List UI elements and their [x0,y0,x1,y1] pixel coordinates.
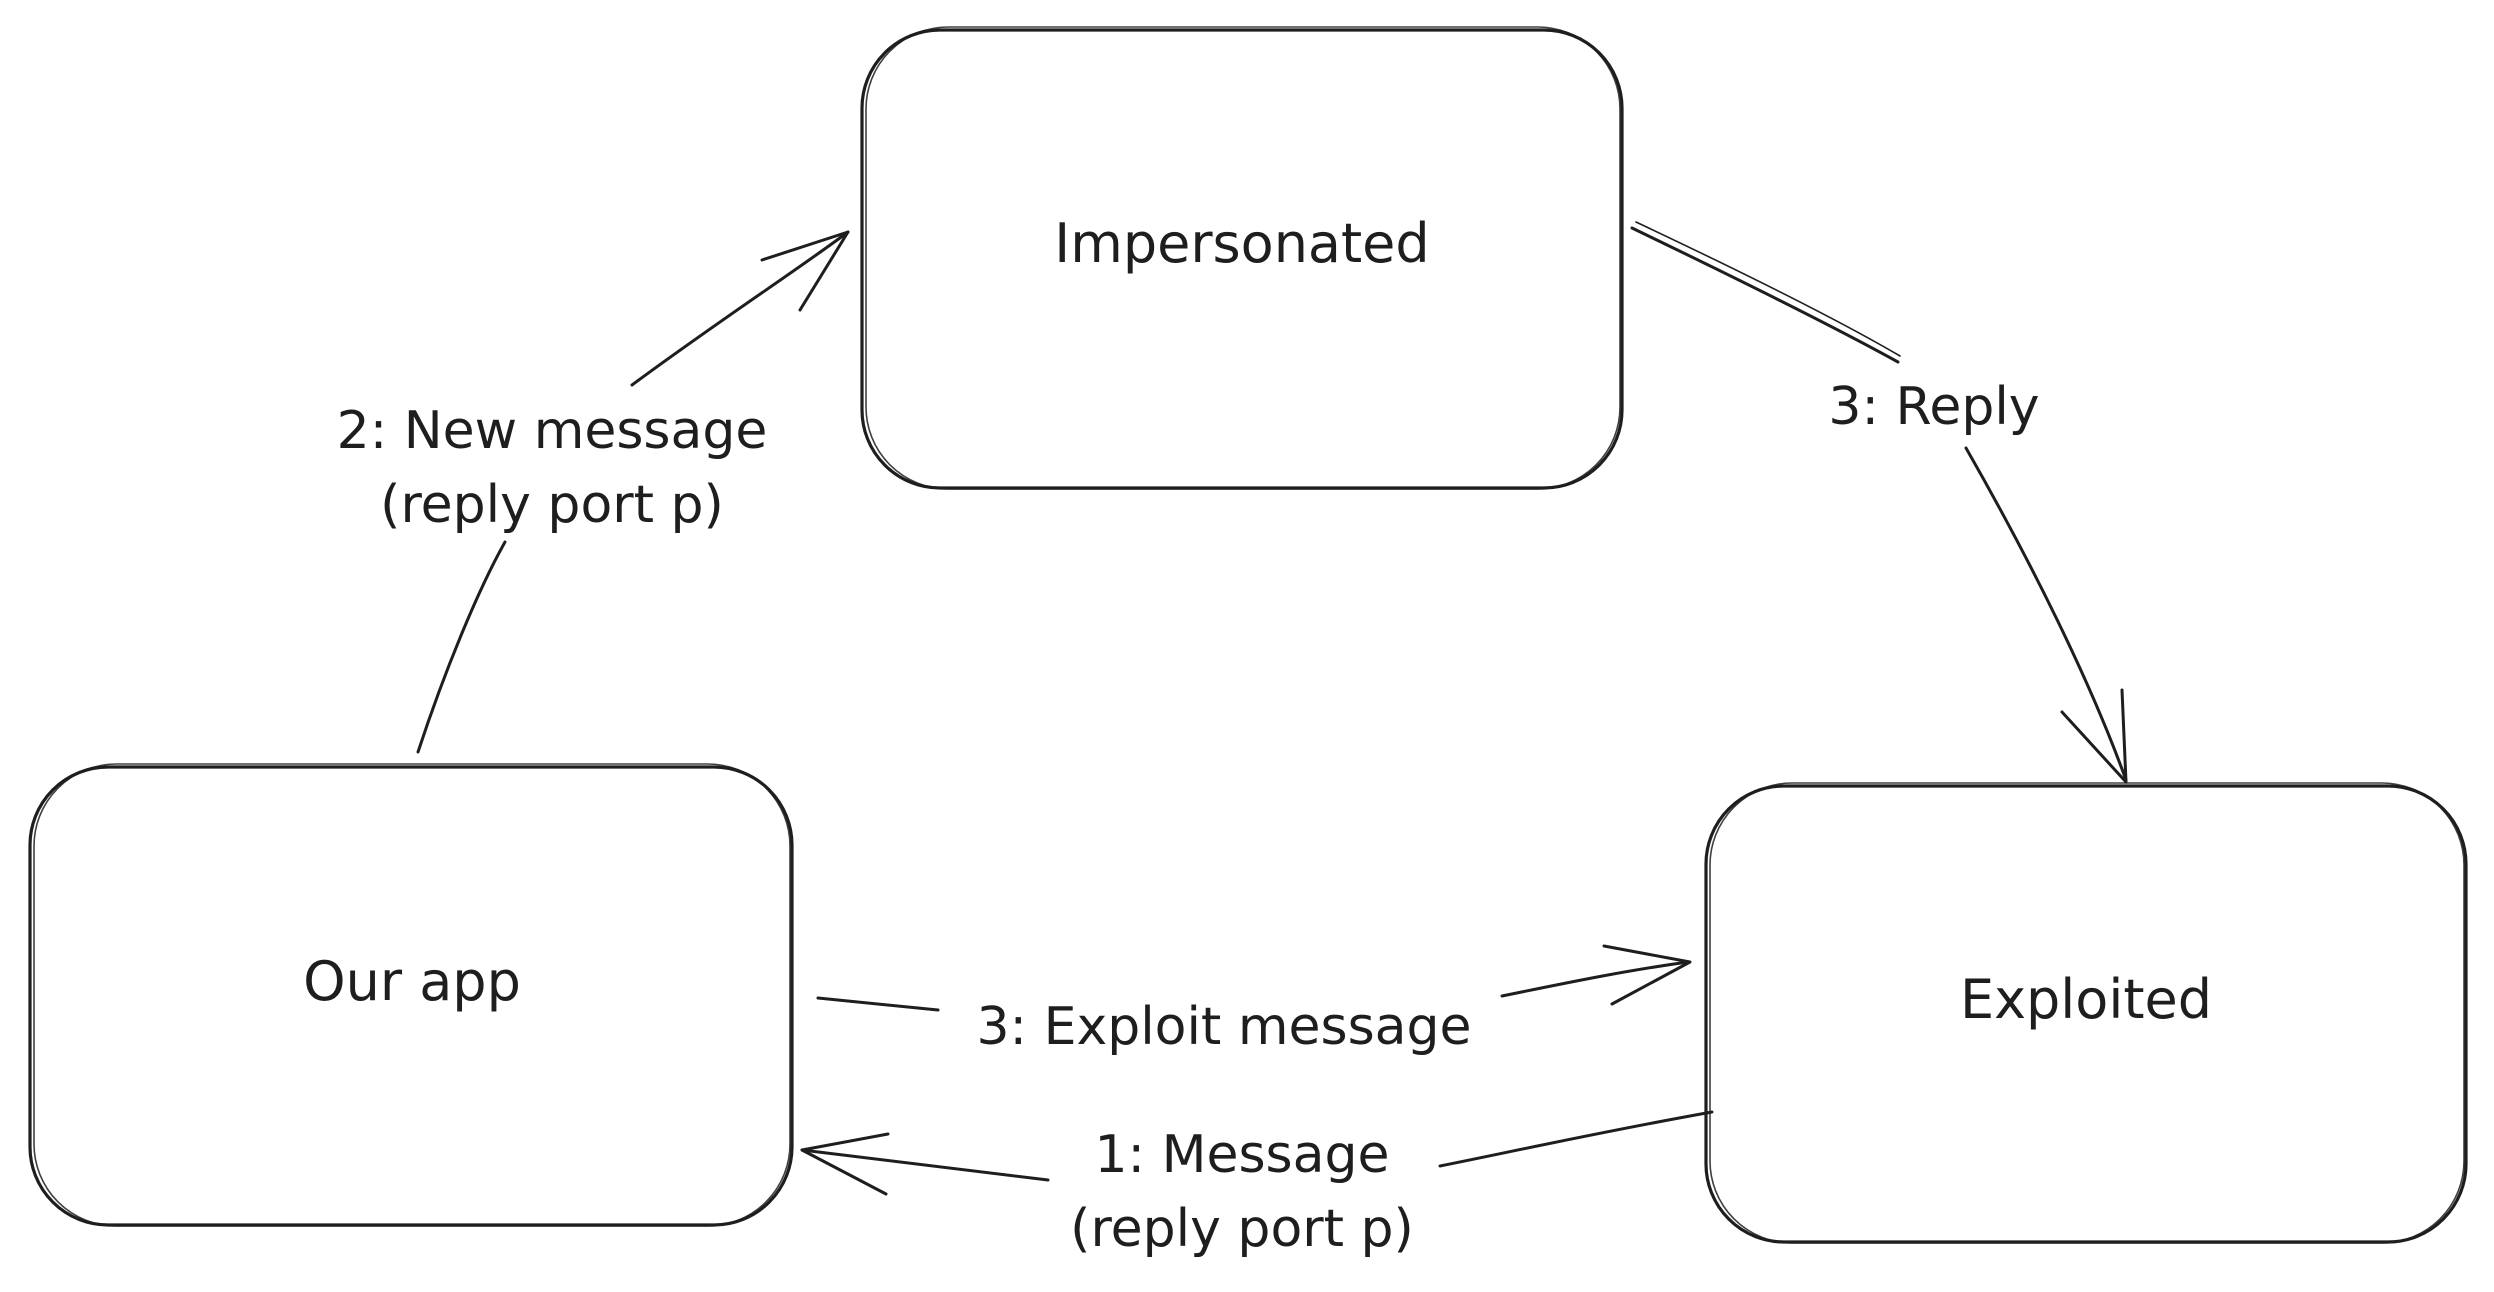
edge-new-message-label-line2: (reply port p) [380,475,724,535]
edge-message-line-left [800,1148,1050,1182]
edge-message-arrowhead [800,1132,890,1196]
edge-message-label-line1: 1: Message [1094,1125,1389,1185]
edge-exploit-message-line-right [1500,960,1690,998]
edge-exploit-message-label: 3: Exploit message [976,997,1471,1057]
edge-reply-line-upper [1630,226,1900,364]
node-impersonated[interactable]: Impersonated [860,26,1624,490]
node-impersonated-label: Impersonated [1054,212,1429,275]
edge-reply-line-lower [1964,446,2128,782]
edge-new-message-label-line1: 2: New message [337,401,768,461]
node-exploited-label: Exploited [1960,968,2212,1031]
edge-reply: 3: Reply [1630,221,2128,784]
edge-exploit-message: 3: Exploit message [816,944,1692,1057]
edge-new-message-line-lower [416,540,507,754]
node-our-app[interactable]: Our app [28,763,794,1227]
edge-exploit-message-arrowhead [1602,944,1692,1006]
edge-reply-label: 3: Reply [1828,377,2039,437]
edge-reply-line-upper-sketch [1635,221,1901,357]
edge-exploit-message-line-left [816,996,940,1012]
node-exploited[interactable]: Exploited [1704,782,2468,1244]
edge-new-message-arrowhead [760,230,850,312]
edge-message-label-line2: (reply port p) [1070,1199,1414,1259]
edge-reply-arrowhead [2060,688,2128,784]
edge-message: 1: Message (reply port p) [800,1110,1714,1259]
edge-new-message: 2: New message (reply port p) [337,230,850,754]
node-our-app-label: Our app [303,950,521,1013]
edge-message-line-right [1438,1110,1714,1168]
edge-new-message-line-upper [630,230,850,387]
